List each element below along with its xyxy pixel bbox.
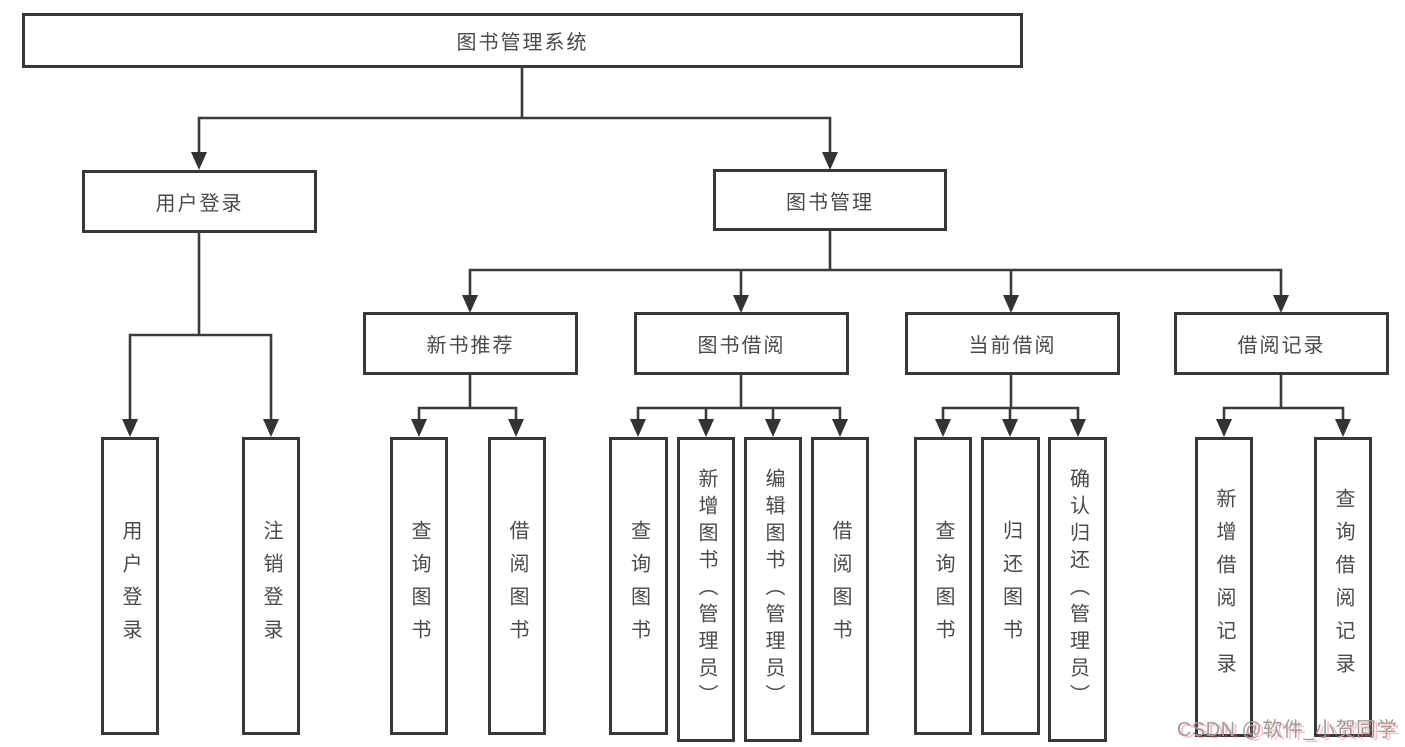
node-label: 用户登录 xyxy=(119,520,141,652)
node-label: 新书推荐 xyxy=(426,335,515,357)
node-query-book-1: 查询图书 xyxy=(390,437,448,735)
node-add-book-admin: 新增图书（管理员） xyxy=(677,437,735,742)
node-label: 查询借阅记录 xyxy=(1332,488,1354,686)
node-label: 查询图书 xyxy=(408,520,430,652)
connector-root xyxy=(197,66,832,154)
node-label: 编辑图书（管理员） xyxy=(762,468,784,711)
node-new-book-recommend: 新书推荐 xyxy=(363,312,578,375)
node-label: 借阅图书 xyxy=(829,520,851,652)
node-query-book-3: 查询图书 xyxy=(914,437,972,735)
node-label: 归还图书 xyxy=(999,520,1022,652)
node-label: 图书管理系统 xyxy=(456,32,589,54)
node-borrow-book-2: 借阅图书 xyxy=(811,437,869,735)
connector-current-borrow xyxy=(941,373,1080,421)
node-book-borrow: 图书借阅 xyxy=(634,312,849,375)
connector-user-login xyxy=(128,231,273,421)
node-query-borrow-record: 查询借阅记录 xyxy=(1314,437,1372,737)
node-label: 图书借阅 xyxy=(697,335,786,357)
node-label: 用户登录 xyxy=(155,193,244,215)
node-label: 确认归还（管理员） xyxy=(1066,468,1089,711)
node-add-borrow-record: 新增借阅记录 xyxy=(1195,437,1253,737)
node-label: 新增图书（管理员） xyxy=(695,468,717,711)
node-label: 图书管理 xyxy=(786,191,874,214)
node-confirm-return-admin: 确认归还（管理员） xyxy=(1048,437,1107,742)
node-label: 注销登录 xyxy=(260,520,282,652)
node-label: 借阅图书 xyxy=(506,520,528,652)
node-label: 借阅记录 xyxy=(1237,335,1326,357)
node-user-login-action: 用户登录 xyxy=(101,437,159,735)
node-label: 新增借阅记录 xyxy=(1213,488,1235,686)
connector-book-borrow xyxy=(636,373,842,421)
connector-book-management xyxy=(468,229,1283,297)
node-edit-book-admin: 编辑图书（管理员） xyxy=(744,437,802,742)
node-book-management: 图书管理 xyxy=(713,169,947,231)
node-label: 查询图书 xyxy=(932,520,954,652)
node-borrow-book-1: 借阅图书 xyxy=(488,437,546,735)
node-logout: 注销登录 xyxy=(242,437,300,735)
node-return-book: 归还图书 xyxy=(981,437,1040,735)
node-borrow-records: 借阅记录 xyxy=(1174,312,1389,375)
node-label: 查询图书 xyxy=(627,520,650,652)
connector-new-book-recommend xyxy=(417,373,518,421)
csdn-watermark: CSDN @软件_小贺同学 xyxy=(1176,719,1397,741)
node-label: 当前借阅 xyxy=(968,335,1057,357)
node-user-login: 用户登录 xyxy=(82,170,317,233)
node-current-borrow: 当前借阅 xyxy=(905,312,1120,375)
connector-borrow-records xyxy=(1222,373,1345,421)
node-query-book-2: 查询图书 xyxy=(609,437,668,735)
node-library-management-system: 图书管理系统 xyxy=(22,13,1023,68)
